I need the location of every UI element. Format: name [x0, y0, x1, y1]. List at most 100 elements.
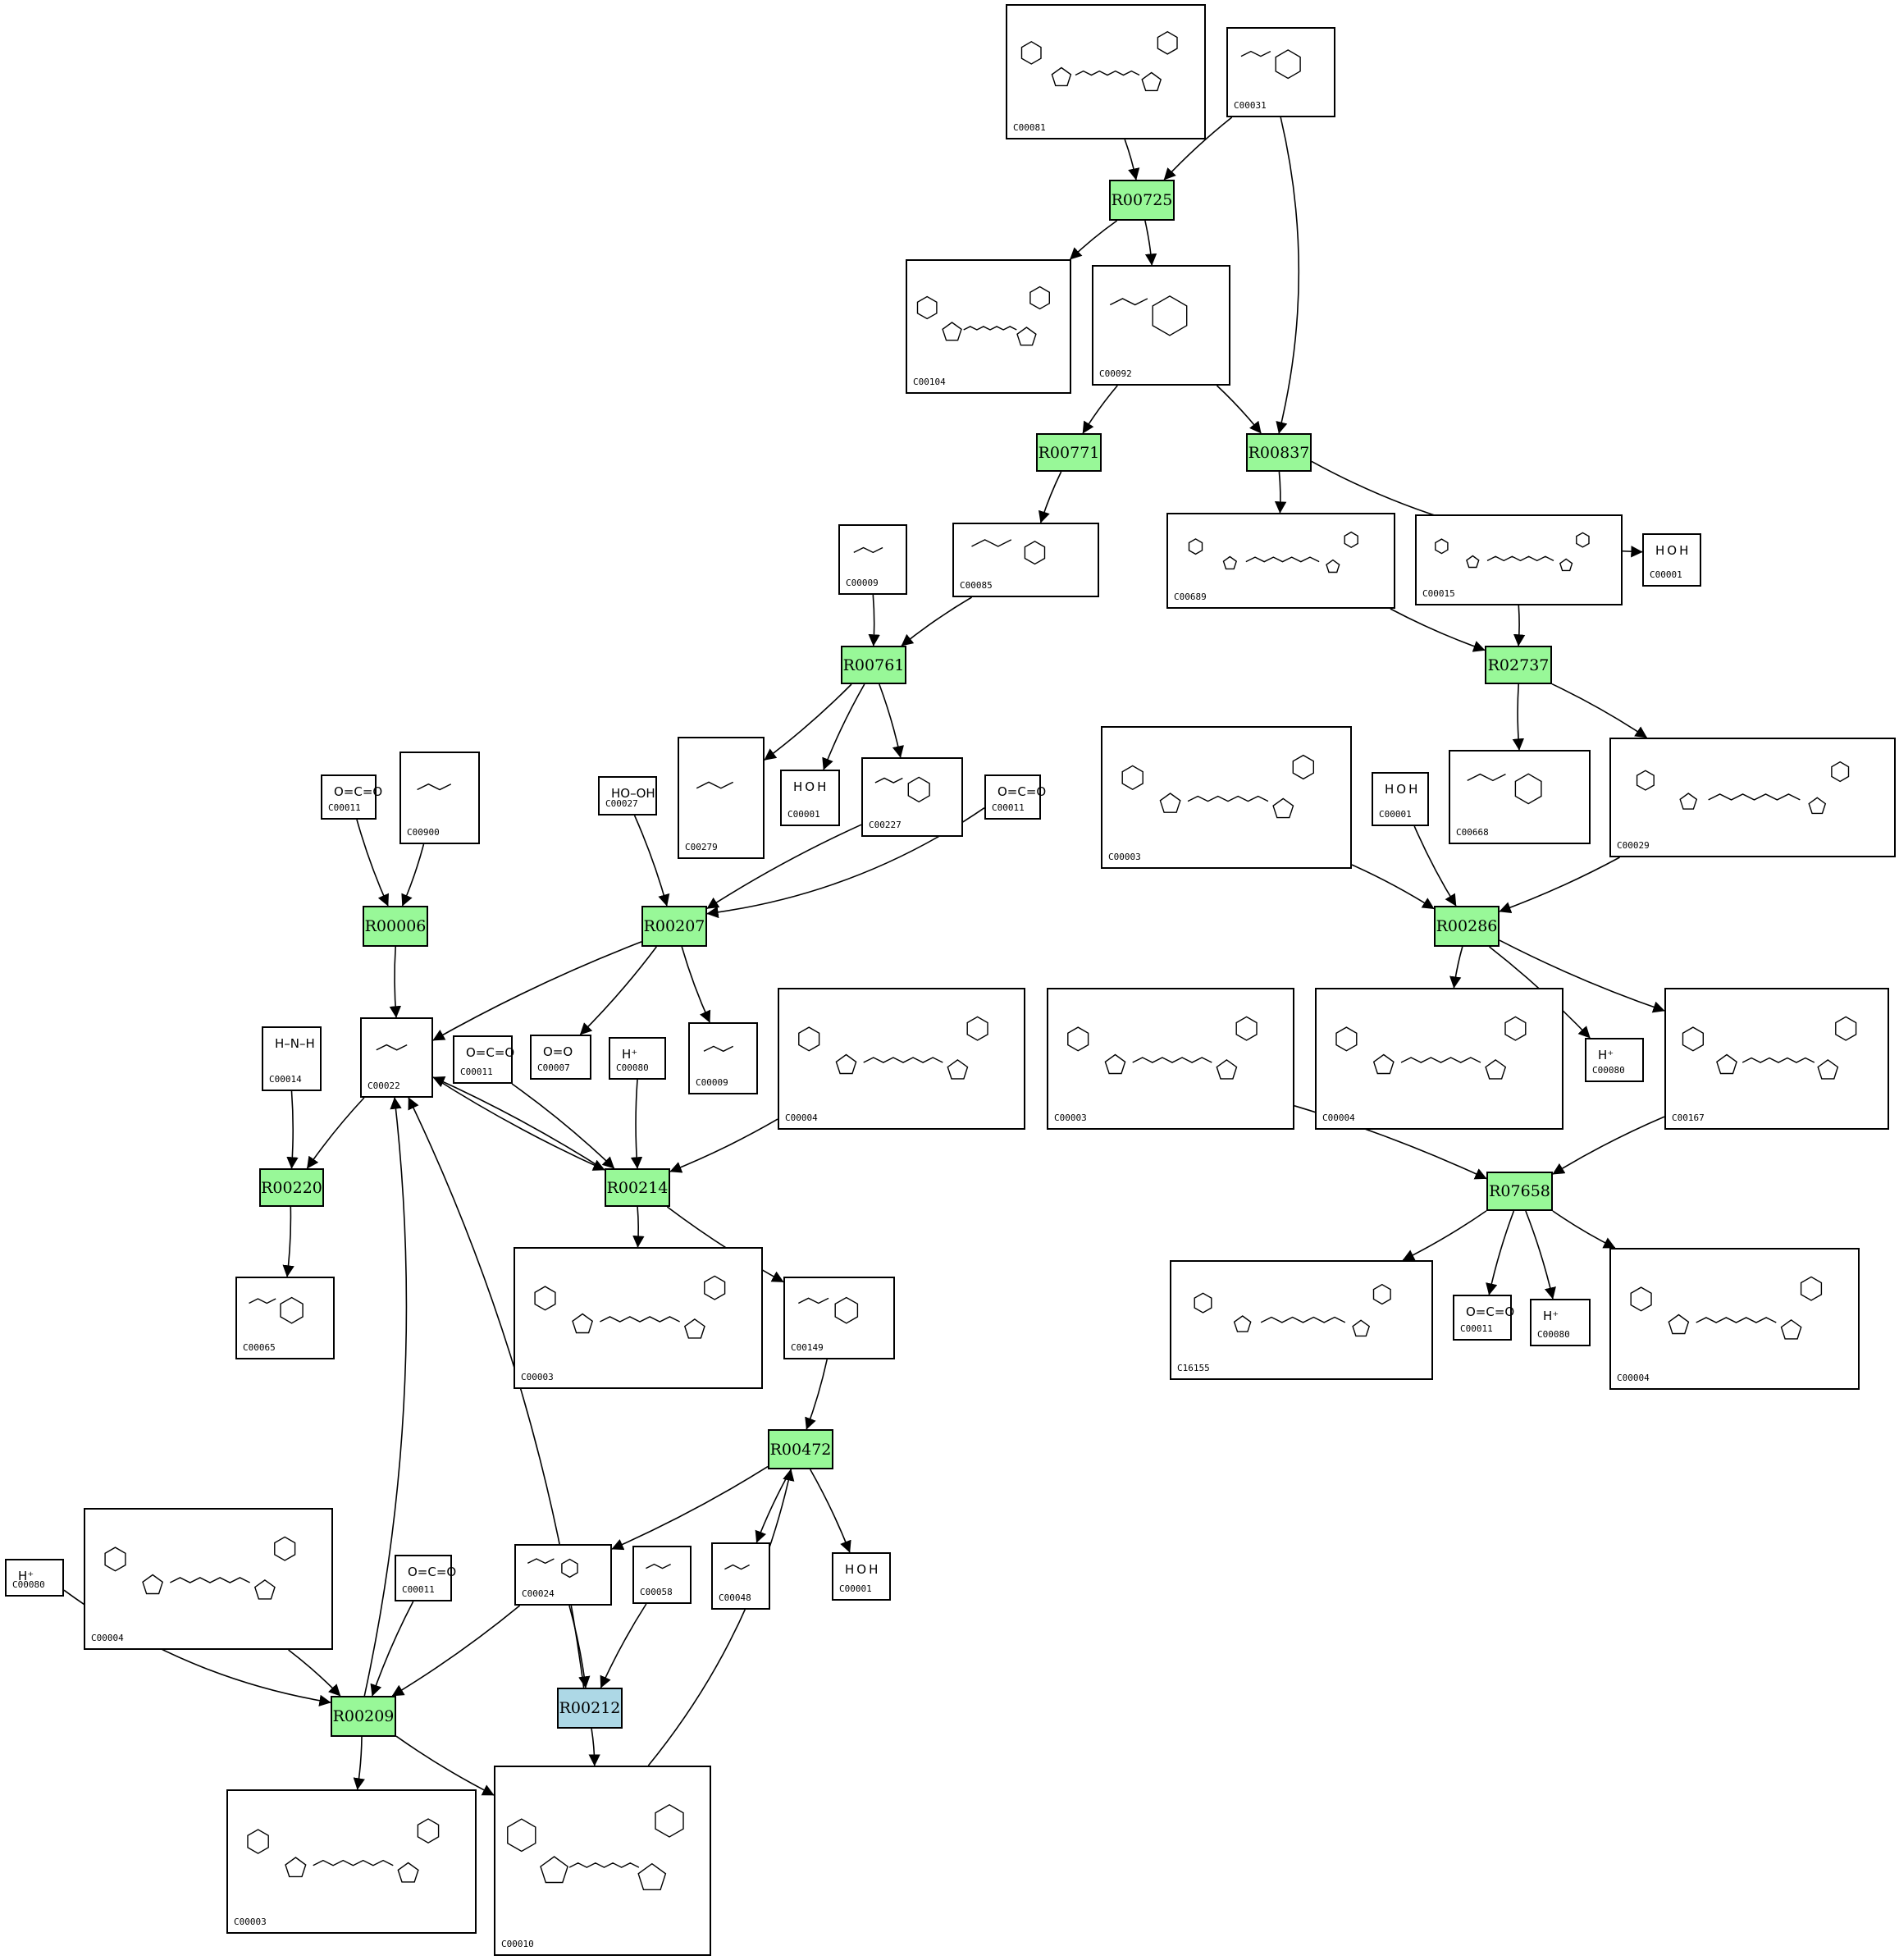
compound-id: C00279	[685, 842, 718, 852]
edge-arrow	[706, 824, 862, 909]
compound-node[interactable]: C00085	[952, 523, 1099, 597]
compound-node[interactable]: C00092	[1092, 265, 1230, 386]
compound-node[interactable]: C00279	[678, 737, 765, 859]
edge-arrow	[282, 1206, 294, 1277]
edge-arrow	[353, 1736, 365, 1790]
compound-id: C00104	[913, 377, 946, 387]
compound-node[interactable]: C16155	[1170, 1260, 1433, 1380]
edge-arrow	[432, 1076, 605, 1171]
edge-arrow	[1163, 117, 1233, 180]
compound-node[interactable]: H⁺C00080	[609, 1037, 666, 1080]
compound-node[interactable]: C00058	[632, 1546, 692, 1604]
reaction-node[interactable]: R00837	[1246, 433, 1312, 472]
edge-arrow	[1512, 683, 1525, 751]
reaction-node[interactable]: R00725	[1109, 180, 1175, 221]
reaction-node[interactable]: R00207	[641, 906, 707, 947]
compound-node[interactable]: H⁺C00080	[1530, 1299, 1591, 1346]
structure-icon	[104, 1536, 296, 1600]
compound-node[interactable]: C00900	[399, 752, 480, 844]
structure-icon	[971, 539, 1046, 565]
compound-node[interactable]: C00022	[360, 1017, 433, 1098]
edge-arrow	[286, 1090, 299, 1169]
compound-node[interactable]: C00003	[514, 1247, 763, 1389]
reaction-node[interactable]: R00472	[768, 1429, 833, 1469]
compound-node[interactable]: C00015	[1415, 514, 1623, 605]
compound-node[interactable]: C00029	[1609, 738, 1896, 857]
compound-node[interactable]: C00024	[514, 1544, 612, 1606]
compound-node[interactable]: C00689	[1166, 513, 1395, 609]
reaction-node[interactable]: R00212	[557, 1688, 623, 1729]
compound-node[interactable]: H⁺C00080	[5, 1559, 64, 1597]
edge-arrow	[1525, 1210, 1556, 1300]
compound-node[interactable]: C00065	[235, 1277, 335, 1359]
compound-node[interactable]: C00010	[494, 1766, 711, 1956]
compound-node[interactable]: C00048	[711, 1542, 770, 1610]
compound-formula: H–N–H	[275, 1036, 315, 1051]
reaction-node[interactable]: R00006	[363, 906, 428, 947]
structure-icon	[247, 1818, 440, 1883]
reaction-node[interactable]: R00209	[331, 1696, 396, 1737]
edge-arrow	[1552, 1116, 1665, 1175]
compound-node[interactable]: C00004	[84, 1508, 333, 1650]
edge-arrow	[681, 946, 711, 1023]
edge-arrow	[647, 1469, 795, 1766]
compound-node[interactable]: C00003	[1101, 726, 1352, 869]
edge-arrow	[1351, 864, 1435, 910]
compound-node[interactable]: C00004	[778, 988, 1025, 1130]
edge-arrow	[370, 1601, 414, 1697]
reaction-node[interactable]: R00771	[1036, 433, 1102, 472]
compound-node[interactable]: H⁺C00080	[1585, 1038, 1644, 1082]
compound-node[interactable]: C00149	[783, 1277, 895, 1359]
compound-node[interactable]: C00009	[688, 1022, 758, 1094]
reaction-node[interactable]: R00220	[259, 1168, 324, 1207]
compound-node[interactable]: C00003	[226, 1789, 477, 1934]
compound-formula: O=C=O	[334, 784, 383, 799]
compound-node[interactable]: C00004	[1315, 988, 1563, 1130]
edge-arrow	[389, 946, 402, 1018]
edge-arrow	[1124, 139, 1140, 180]
compound-formula: O=O	[543, 1044, 573, 1059]
compound-id: C00227	[869, 820, 902, 830]
compound-node[interactable]: C00003	[1047, 988, 1294, 1130]
compound-id: C00081	[1013, 122, 1046, 133]
compound-id: C00004	[1322, 1112, 1355, 1123]
edge-arrow	[511, 1083, 615, 1169]
compound-node[interactable]: C00009	[838, 524, 907, 595]
reaction-node[interactable]: R07658	[1486, 1172, 1553, 1211]
compound-node[interactable]: C00031	[1226, 27, 1335, 117]
reaction-node[interactable]: R02737	[1485, 646, 1552, 684]
compound-node[interactable]: C00167	[1664, 988, 1889, 1130]
structure-icon	[1240, 49, 1301, 80]
compound-id: C00009	[846, 578, 879, 588]
compound-id: C00085	[960, 580, 993, 591]
edge-arrow	[632, 1206, 645, 1248]
compound-node[interactable]: C00104	[906, 259, 1071, 394]
compound-id: C00001	[839, 1583, 872, 1594]
structure-icon	[1630, 1276, 1823, 1340]
compound-node[interactable]: C00004	[1609, 1248, 1860, 1390]
compound-node[interactable]: C00081	[1006, 4, 1206, 139]
compound-id: C00001	[1379, 809, 1412, 820]
structure-icon	[696, 781, 734, 789]
edge-arrow	[764, 683, 852, 761]
edge-arrow	[1402, 1210, 1487, 1261]
compound-node[interactable]: C00227	[861, 757, 963, 837]
reaction-node[interactable]: R00761	[841, 646, 906, 684]
compound-formula: H⁺	[18, 1569, 34, 1583]
compound-node[interactable]: C00668	[1449, 750, 1591, 844]
reaction-node[interactable]: R00286	[1434, 906, 1500, 947]
reaction-node[interactable]: R00214	[605, 1168, 670, 1207]
compound-id: C00003	[521, 1372, 554, 1382]
